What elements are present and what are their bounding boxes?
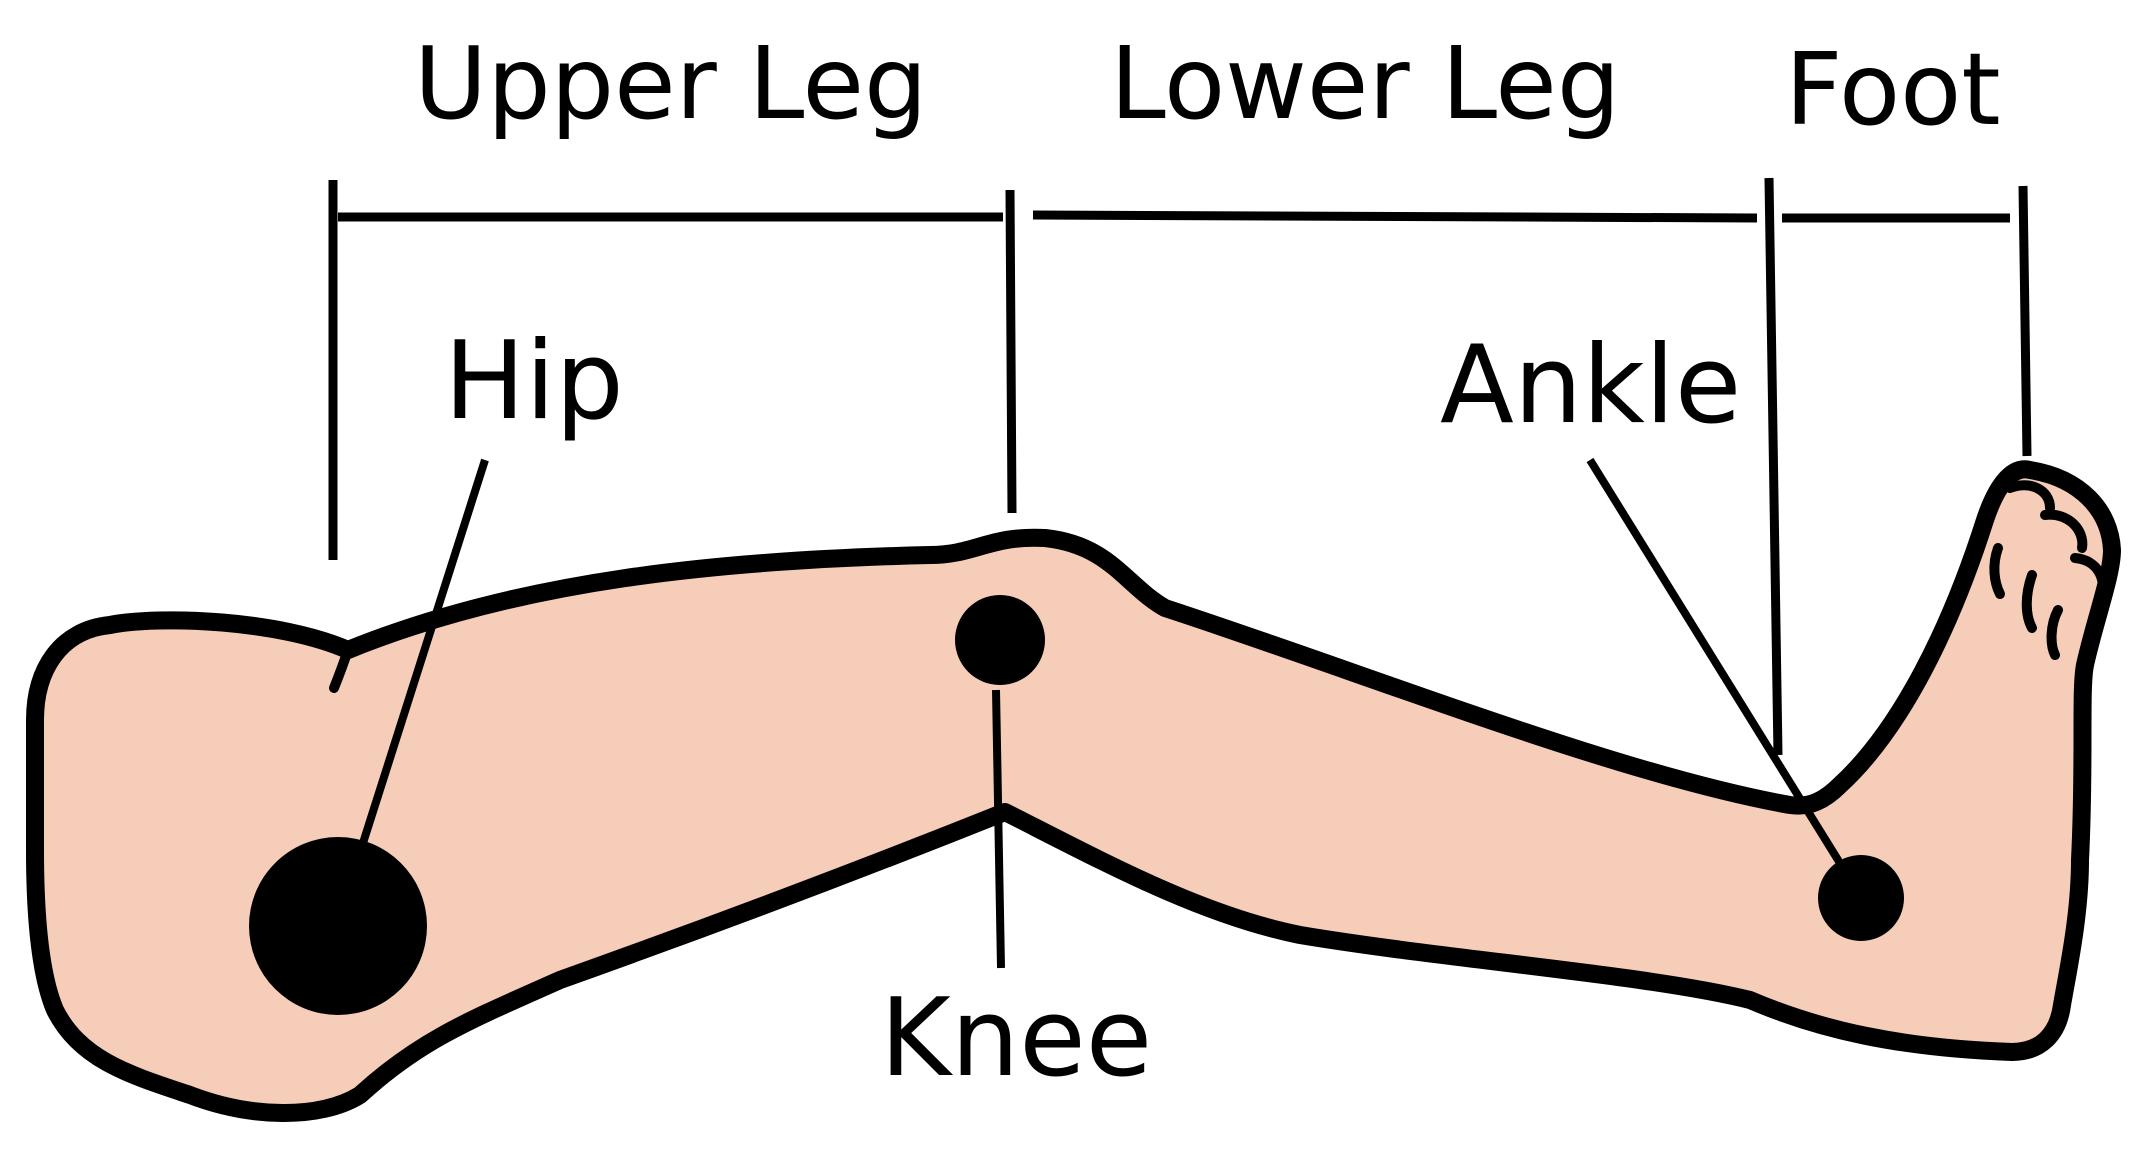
toe-crease-1 — [1989, 543, 2005, 599]
hip-crease — [329, 645, 353, 693]
ankle-divider-tick — [1764, 177, 1783, 756]
knee-marker — [955, 595, 1045, 685]
ankle-marker — [1818, 855, 1904, 941]
hip-pointer-line — [359, 458, 489, 845]
ankle-pointer-line — [1586, 457, 1847, 871]
knee-divider-tick — [1005, 189, 1017, 514]
lower-leg-bracket-line — [1032, 210, 1758, 223]
foot-label: Foot — [1785, 31, 2001, 148]
ankle-label: Ankle — [1440, 323, 1741, 448]
toe-tip-2 — [2040, 509, 2088, 553]
knee-label: Knee — [880, 976, 1152, 1101]
toe-tip-1 — [2005, 480, 2055, 513]
toe-crease-2 — [2021, 570, 2037, 633]
toe-tip-3 — [2070, 553, 2108, 605]
leg-silhouette — [26, 460, 2121, 1122]
pointer-lines — [359, 457, 1847, 969]
lower-leg-label: Lower Leg — [1110, 25, 1620, 142]
foot-right-tick — [2018, 185, 2032, 457]
hip-label: Hip — [444, 319, 624, 444]
leg-contour-lines — [329, 480, 2108, 693]
knee-pointer-line — [992, 689, 1005, 969]
toe-crease-3 — [2046, 605, 2063, 660]
hip-marker — [249, 837, 427, 1015]
segment-brackets — [328, 177, 2032, 756]
upper-leg-label: Upper Leg — [414, 25, 928, 142]
